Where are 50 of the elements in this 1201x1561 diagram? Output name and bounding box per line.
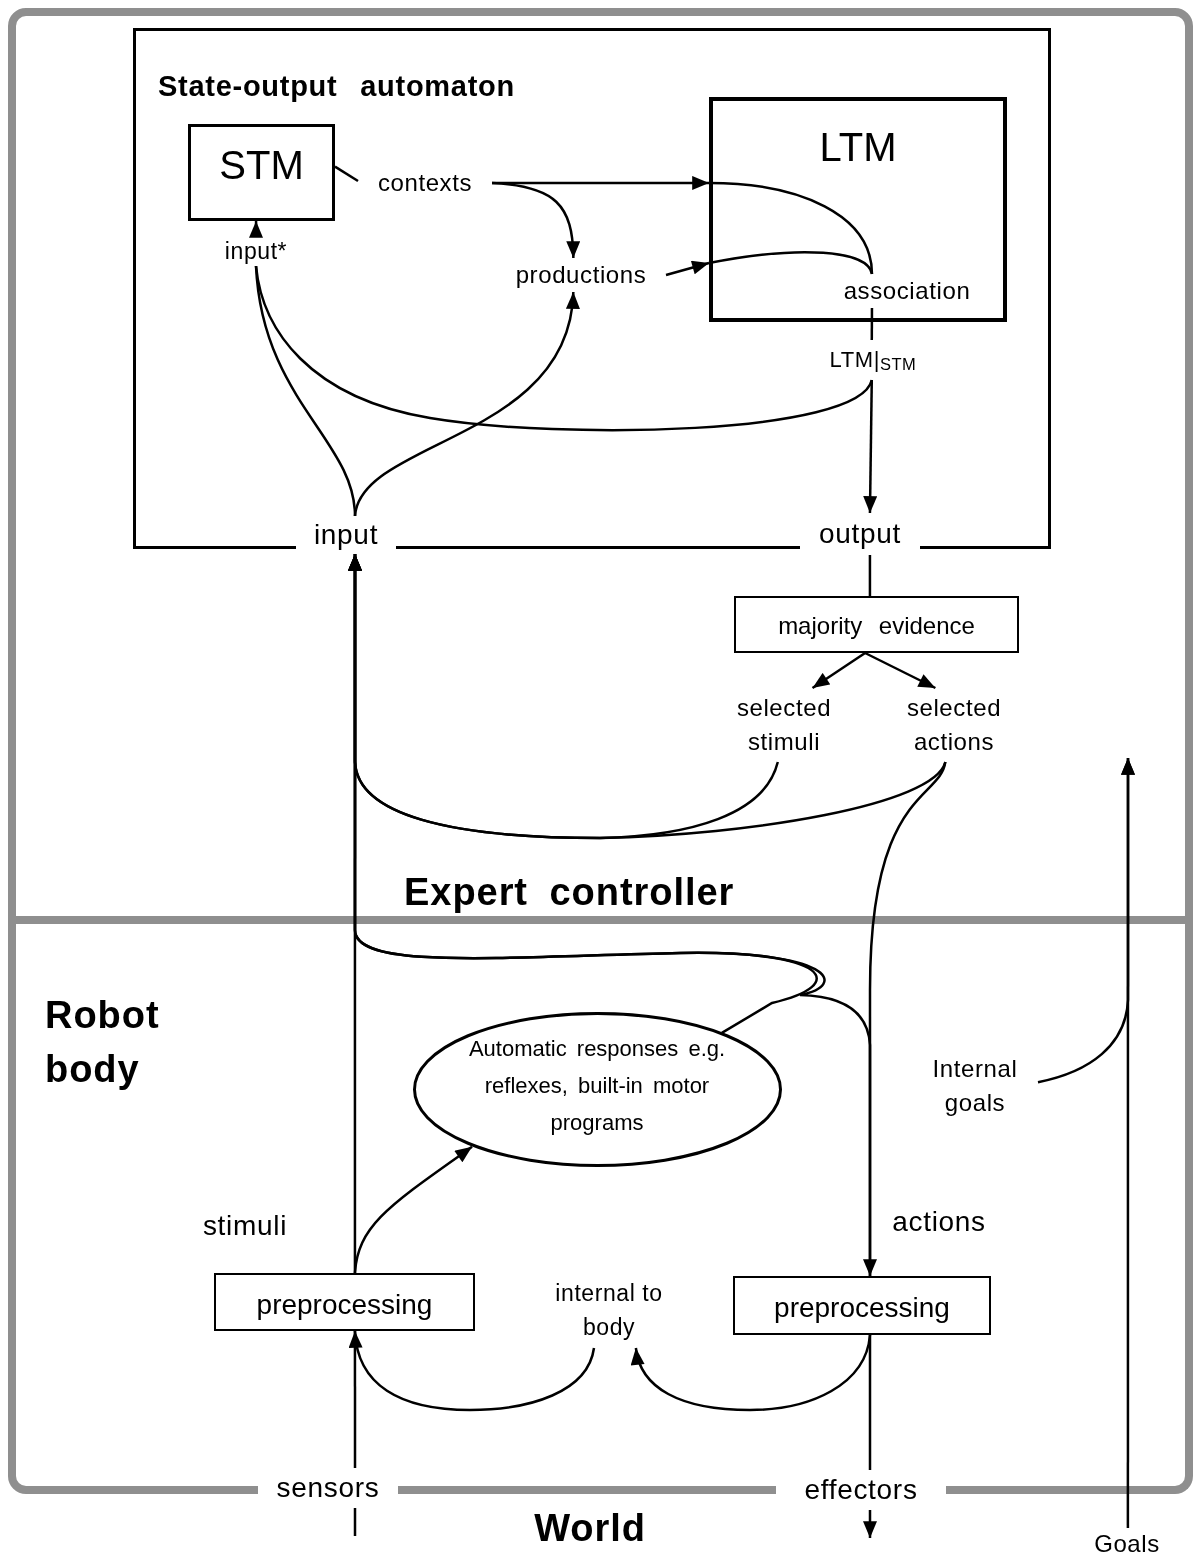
box-label: majority evidence	[777, 611, 976, 641]
arrow	[353, 1145, 473, 1274]
automaton-box	[133, 28, 1051, 549]
process-box	[734, 596, 1019, 653]
memory-box	[709, 97, 1007, 322]
arrow	[491, 181, 580, 259]
region-title: Expert controller	[404, 870, 735, 915]
arrow	[1037, 758, 1135, 1084]
connector-line	[868, 1335, 872, 1470]
node-label: input*	[206, 236, 306, 266]
connector-line	[353, 1508, 357, 1536]
node-label: Internal goals	[912, 1048, 1038, 1124]
arrow	[353, 291, 578, 517]
arrow	[864, 651, 936, 690]
region-title: World	[533, 1505, 647, 1551]
arrow	[863, 380, 878, 513]
flow-label: stimuli	[201, 1209, 289, 1243]
flow-label: actions	[891, 1205, 987, 1239]
region-band	[8, 8, 1193, 924]
node-label: LTM|$_{STM}$	[812, 340, 934, 380]
memory-box	[188, 124, 335, 221]
process-box	[214, 1273, 475, 1331]
box-title: LTM	[818, 124, 898, 171]
node-label: contexts	[358, 166, 492, 200]
node-label: selected stimuli	[722, 688, 846, 762]
arrow	[249, 221, 263, 238]
region-title: Robot body	[45, 993, 161, 1092]
response-ellipse	[413, 1012, 782, 1167]
connector-line	[868, 555, 872, 596]
connector-line	[334, 165, 359, 183]
box-title: State-output automaton	[158, 69, 515, 104]
node-label: Goals	[1082, 1528, 1172, 1560]
connector-line	[708, 251, 874, 275]
arrow	[632, 1334, 872, 1412]
node-label: selected actions	[892, 688, 1016, 762]
arrow	[863, 1510, 877, 1538]
connector-line	[254, 265, 873, 432]
connector-line	[353, 1331, 357, 1468]
node-label: internal to body	[553, 1272, 665, 1348]
node-label: association	[824, 274, 990, 308]
box-label: preprocessing	[255, 1288, 434, 1322]
connector-line	[870, 308, 874, 340]
arrow	[665, 260, 710, 277]
box-label: preprocessing	[773, 1291, 951, 1325]
arrow	[811, 651, 866, 690]
box-title: STM	[218, 142, 305, 189]
ellipse-label: Automatic responses e.g. reflexes, built-in motor programs	[467, 1035, 727, 1137]
arrow	[348, 554, 872, 1276]
process-box	[733, 1276, 991, 1335]
node-label: productions	[496, 258, 666, 292]
